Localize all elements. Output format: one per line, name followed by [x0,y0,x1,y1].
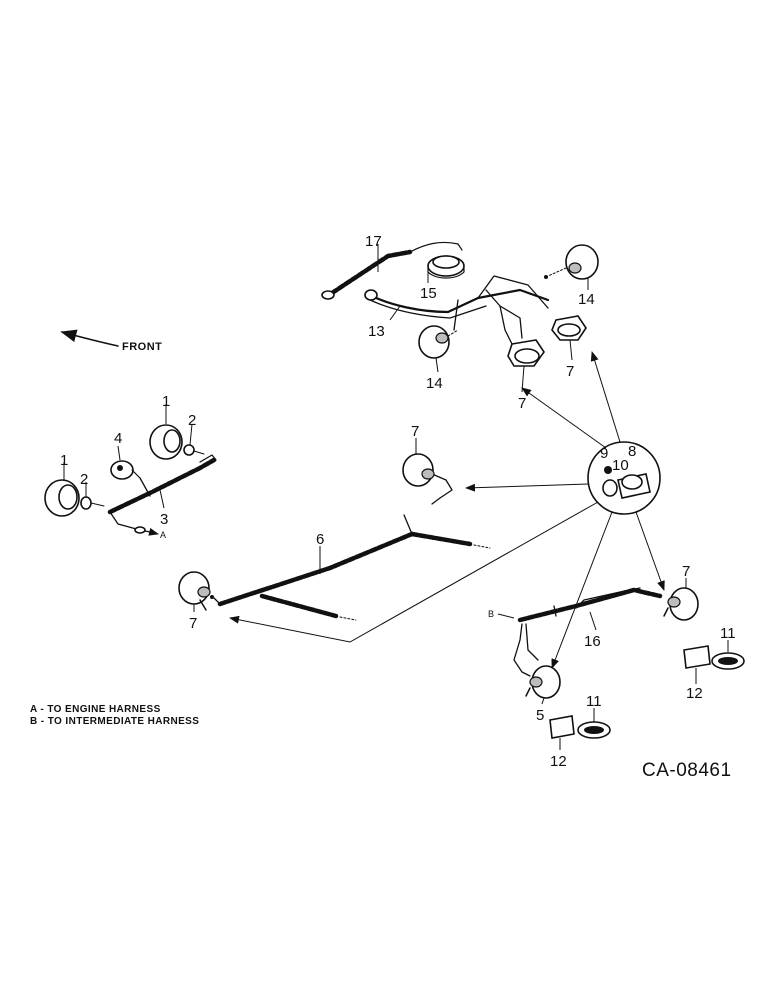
callout-1-upper: 1 [162,393,170,410]
callout-2-left: 2 [80,471,88,488]
callout-17: 17 [365,233,382,250]
connector-a-label: A [160,530,166,540]
callout-11-lower: 11 [586,693,602,710]
callout-7-left: 7 [189,615,197,632]
front-label: FRONT [122,341,162,353]
note-engine-harness: A - TO ENGINE HARNESS [30,704,161,715]
lamp-7-left-icon [178,571,211,611]
legend-notes: A - TO ENGINE HARNESS B - TO INTERMEDIAT… [30,704,199,727]
callout-8: 8 [628,443,636,460]
connector-a-plug [134,526,146,534]
harness-13-grommet [364,289,378,301]
center-harness-assembly [178,453,491,621]
lens-11-right-icon [711,652,745,670]
harness-13 [370,288,550,314]
harness-17-connector [321,290,335,300]
lamp-7-upper-a-icon [507,339,545,367]
callout-16: 16 [584,633,601,650]
callout-15: 15 [420,285,437,302]
harness-17 [329,249,413,296]
reflector-12-lower-icon [549,715,575,739]
callout-3: 3 [160,511,168,528]
reference-code: CA-08461 [642,760,732,781]
pointer-arrows [229,351,665,669]
callout-7-upper-a: 7 [518,395,526,412]
callout-12-lower: 12 [550,753,567,770]
callout-5: 5 [536,707,544,724]
callout-1-left: 1 [60,452,68,469]
reflector-12-right-icon [683,645,711,669]
callout-numbers: 17 15 13 14 14 7 7 1 2 1 2 4 3 6 7 7 7 1… [60,233,736,770]
lamp-7-upper-b-icon [551,315,587,341]
upper-harness-assembly [321,241,599,367]
callout-4: 4 [114,430,122,447]
callout-13: 13 [368,323,385,340]
callout-7-upper-b: 7 [566,363,574,380]
lamp-15-icon [427,255,465,279]
callout-10: 10 [612,457,629,474]
lens-11-lower-icon [577,721,611,739]
callout-7-right: 7 [682,563,690,580]
note-intermediate-harness: B - TO INTERMEDIATE HARNESS [30,716,199,727]
lamp-14-left-icon [418,325,459,359]
switch-4-icon [110,460,141,480]
front-orientation-arrow: FRONT [60,329,162,353]
bulb-2-left-icon [80,496,105,510]
callout-6: 6 [316,531,324,548]
harness-16 [517,587,663,623]
callout-7-center: 7 [411,423,419,440]
lamp-1-left-icon [44,479,80,517]
lamp-7-center-icon [402,453,435,487]
callout-12-right: 12 [686,685,703,702]
lamp-1-upper-icon [149,424,183,460]
right-harness-assembly: B [488,587,745,739]
left-harness-assembly: A [44,424,217,540]
callout-9: 9 [600,445,608,462]
connector-b-label: B [488,609,494,619]
harness-6 [217,531,415,607]
harness-3 [107,457,217,515]
callout-11-right: 11 [720,625,736,642]
bulb-2-upper-icon [183,444,205,456]
bulb-socket-detail [587,441,661,515]
lamp-14-right-icon [544,244,599,280]
callout-leaders [63,244,729,750]
lamp-5-icon [525,665,561,699]
callout-2-upper: 2 [188,412,196,429]
callout-14-right: 14 [578,291,595,308]
lamp-7-right-icon [663,587,699,621]
callout-14-left: 14 [426,375,443,392]
